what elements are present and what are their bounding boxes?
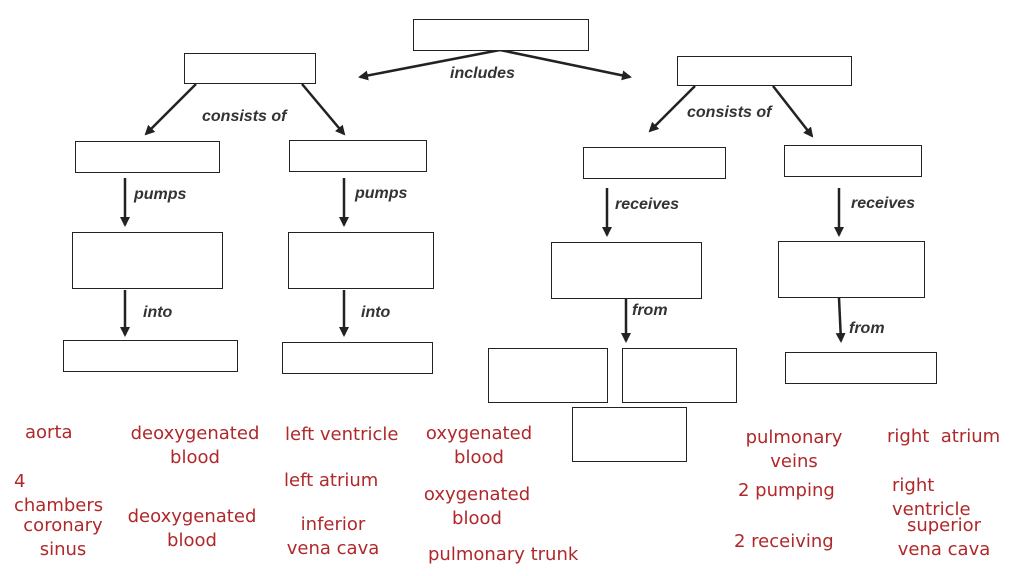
source-box-1c[interactable] [572, 407, 687, 462]
term-deoxygenated-blood-1[interactable]: deoxygenated blood [130, 423, 260, 468]
destination-box-1[interactable] [63, 340, 238, 372]
arrow-right-receiving-a [648, 85, 696, 133]
destination-box-2[interactable] [282, 342, 433, 374]
connector-consists-of-left: consists of [202, 108, 287, 125]
source-box-1b[interactable] [622, 348, 737, 403]
right-branch-box[interactable] [677, 56, 852, 86]
arrow-to-left-box [358, 48, 501, 81]
received-content-box-2[interactable] [778, 241, 925, 298]
left-branch-box[interactable] [184, 53, 316, 84]
pumped-content-box-1[interactable] [72, 232, 223, 289]
receiving-box-1[interactable] [583, 147, 726, 179]
receiving-box-2[interactable] [784, 145, 922, 177]
term-oxygenated-blood-2[interactable]: oxygenated blood [423, 484, 531, 529]
term-inferior-vena-cava[interactable]: inferior vena cava [286, 514, 380, 559]
term-oxygenated-blood-1[interactable]: oxygenated blood [425, 423, 533, 468]
term-deoxygenated-blood-2[interactable]: deoxygenated blood [127, 506, 257, 551]
connector-pumps-2: pumps [355, 185, 408, 202]
term-coronary-sinus[interactable]: coronary sinus [23, 515, 103, 560]
term-aorta[interactable]: aorta [25, 422, 73, 443]
connector-from-1: from [632, 302, 668, 319]
term-pulmonary-veins[interactable]: pulmonary veins [745, 427, 843, 472]
connector-includes: includes [450, 65, 515, 82]
arrow-left-pumping-b [301, 83, 346, 136]
connector-pumps-1: pumps [134, 186, 187, 203]
term-left-atrium[interactable]: left atrium [284, 470, 379, 491]
term-superior-vena-cava[interactable]: superior vena cava [897, 515, 991, 560]
term-right-atrium[interactable]: right atrium [887, 426, 1001, 447]
arrow-left-pumping-a [144, 83, 197, 136]
pumped-content-box-2[interactable] [288, 232, 434, 289]
arrow-from-2 [835, 297, 846, 343]
connector-into-2: into [361, 304, 391, 321]
pumping-box-2[interactable] [289, 140, 427, 172]
source-box-1a[interactable] [488, 348, 608, 403]
term-two-pumping[interactable]: 2 pumping [738, 480, 835, 501]
arrow-right-receiving-b [772, 85, 814, 138]
connector-receives-1: receives [615, 196, 680, 213]
term-right-ventricle[interactable]: right ventricle [892, 475, 971, 520]
connector-into-1: into [143, 304, 173, 321]
arrow-to-right-box [499, 48, 632, 81]
term-left-ventricle[interactable]: left ventricle [285, 424, 399, 445]
source-box-2[interactable] [785, 352, 937, 384]
term-pulmonary-trunk[interactable]: pulmonary trunk [428, 544, 579, 565]
connector-from-2: from [849, 320, 885, 337]
pumping-box-1[interactable] [75, 141, 220, 173]
connector-consists-of-right: consists of [687, 104, 772, 121]
term-two-receiving[interactable]: 2 receiving [734, 531, 834, 552]
received-content-box-1[interactable] [551, 242, 702, 299]
term-four-chambers[interactable]: 4 chambers [14, 471, 104, 516]
top-box[interactable] [413, 19, 589, 51]
connector-receives-2: receives [851, 195, 916, 212]
